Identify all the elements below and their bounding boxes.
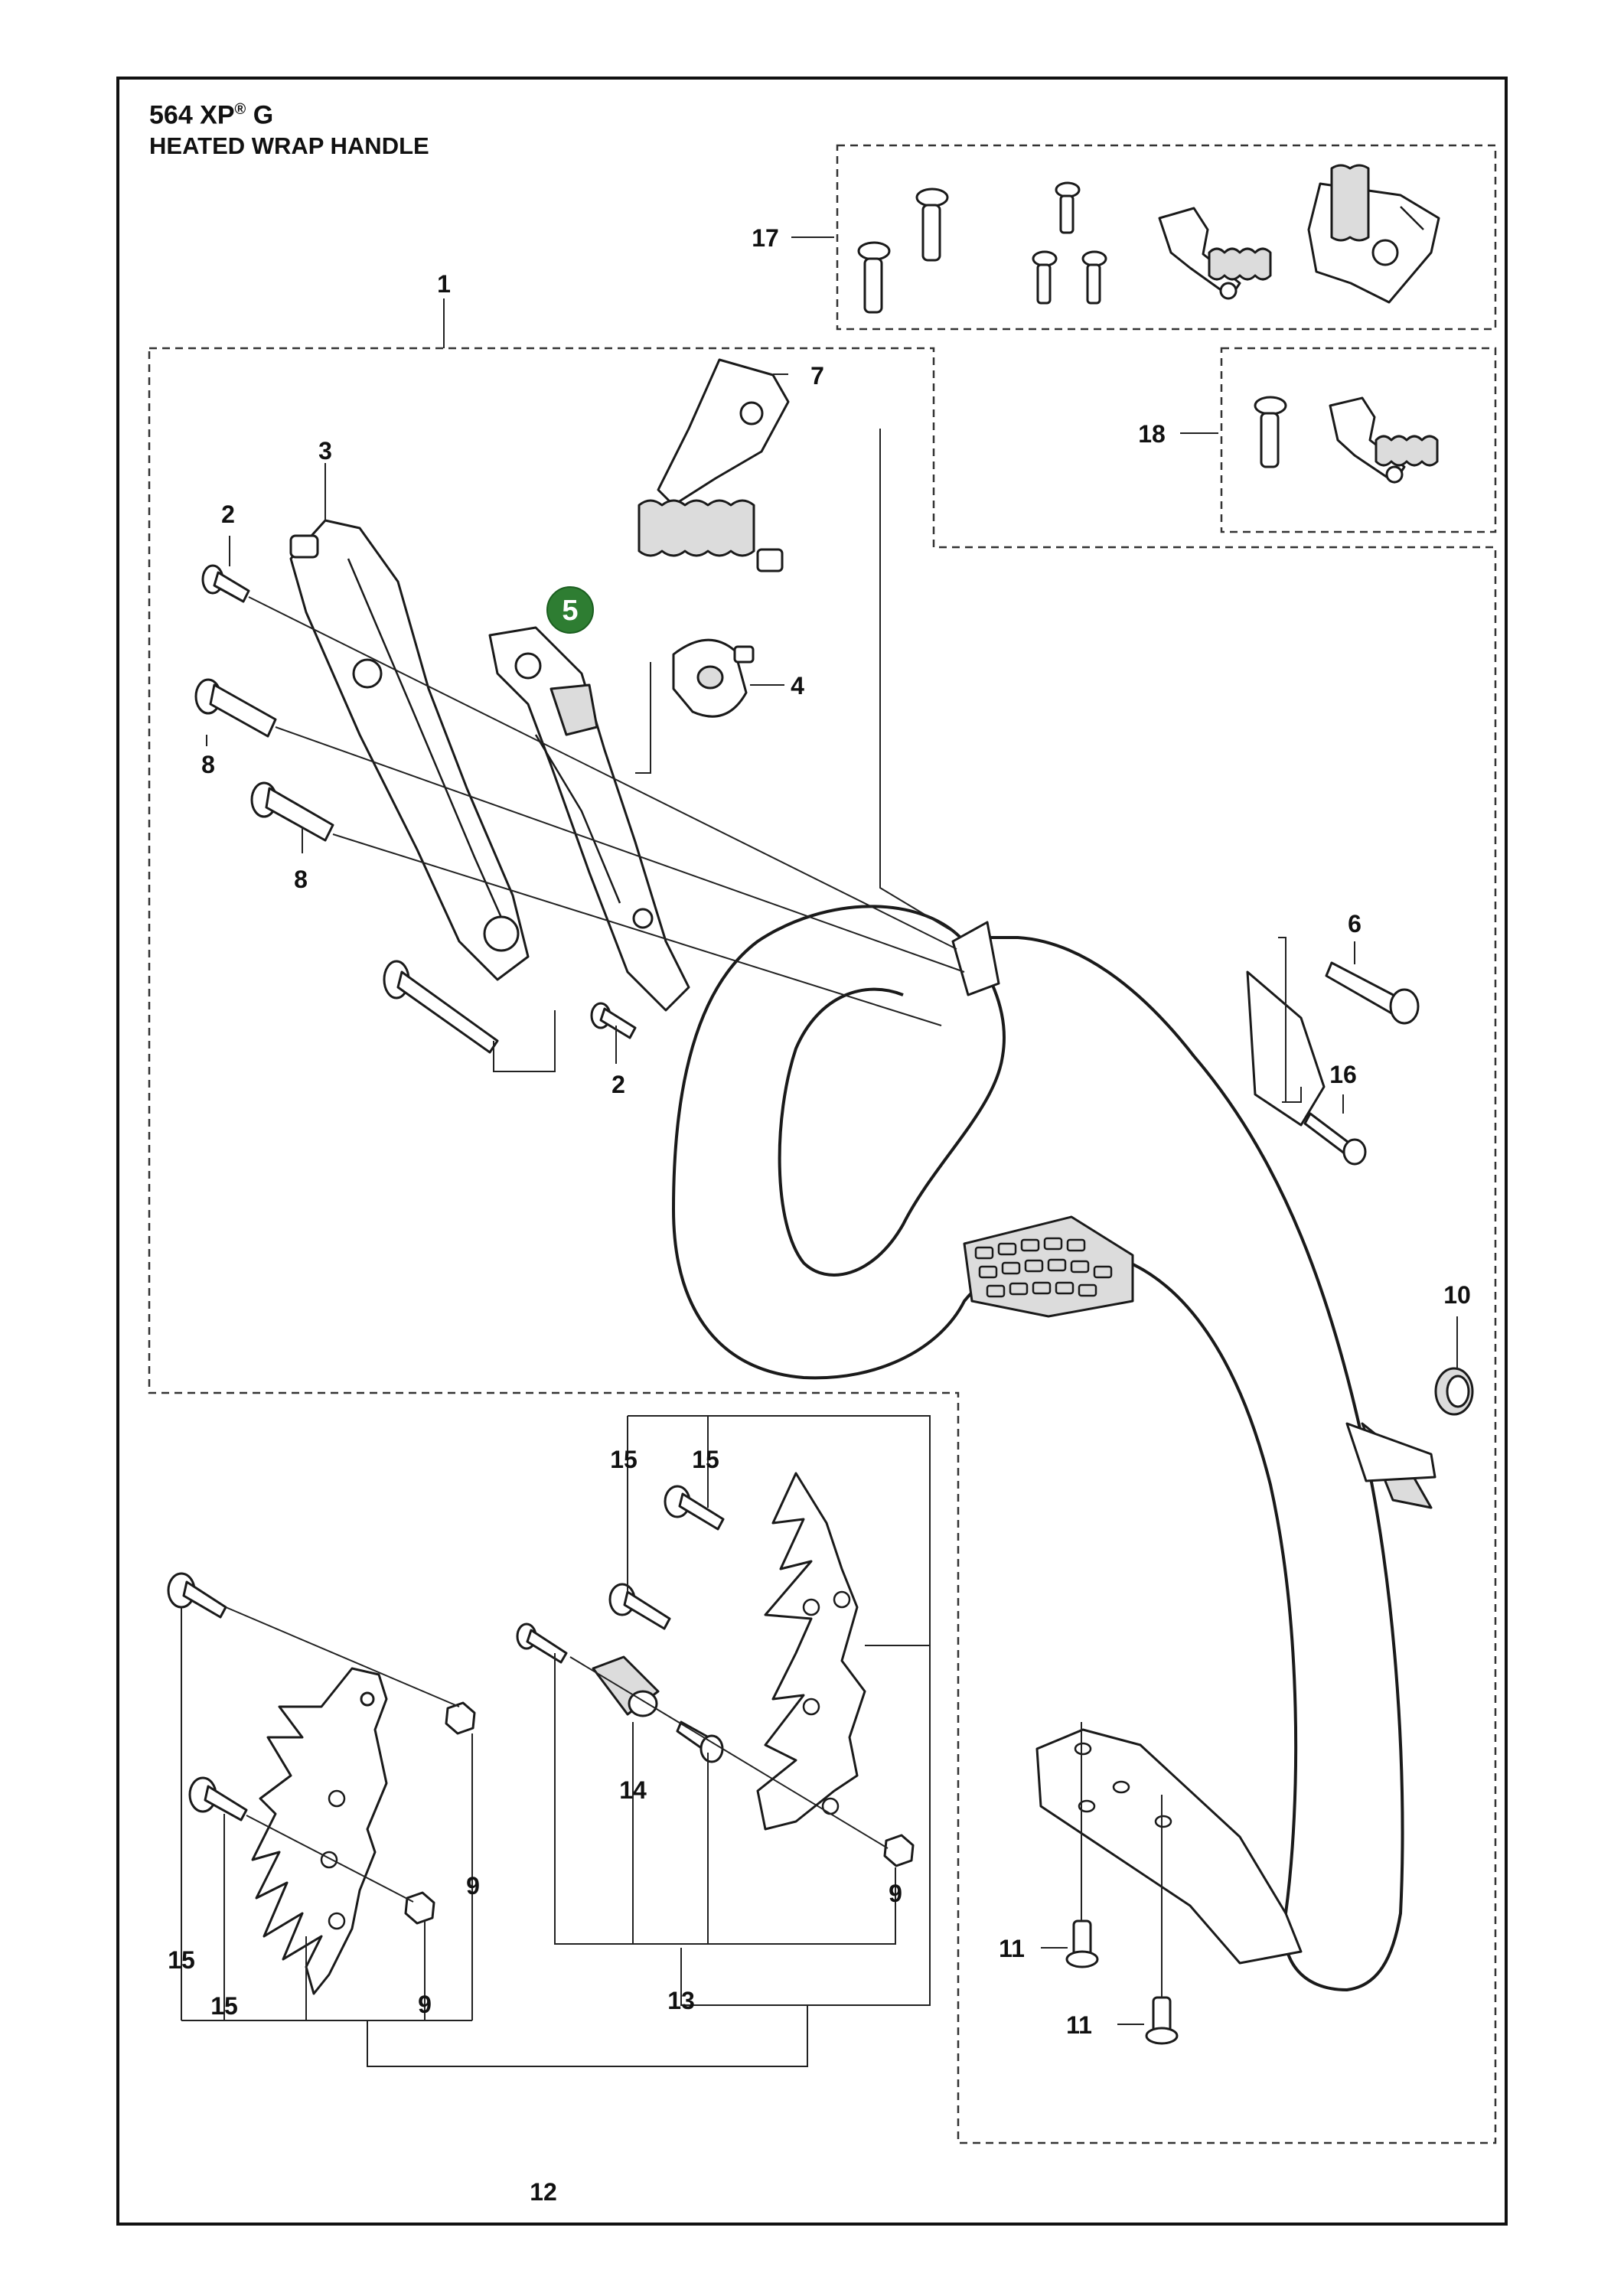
- model-suffix: G: [253, 100, 274, 130]
- bolt-15-upper-left: [167, 1572, 227, 1619]
- front-handle-tube: [672, 905, 1436, 1991]
- callout-1[interactable]: 1: [437, 270, 451, 298]
- spacer-bolt: [676, 1720, 724, 1763]
- screw-11-upper: [1065, 1919, 1099, 1968]
- screw-2-upper: [201, 564, 250, 603]
- spring-bracket-icon: [1329, 396, 1439, 484]
- spring-mount-bracket-icon: [1307, 164, 1440, 304]
- screw-icon: [1055, 181, 1081, 234]
- callout-6[interactable]: 6: [1348, 910, 1361, 938]
- callout-10[interactable]: 10: [1443, 1281, 1471, 1309]
- screw-icon: [1081, 250, 1107, 305]
- callout-4[interactable]: 4: [791, 672, 804, 700]
- nut-9-lower-left: [404, 1891, 435, 1925]
- cap-4: [672, 638, 755, 718]
- callout-3[interactable]: 3: [318, 437, 332, 465]
- callout-15-left-a[interactable]: 15: [168, 1946, 195, 1974]
- kit-18-box: [1220, 347, 1497, 533]
- spring-bracket-icon: [1158, 207, 1272, 300]
- callout-5: 5: [562, 595, 578, 627]
- callout-2-lower[interactable]: 2: [611, 1071, 625, 1098]
- bumper-spike-right: [756, 1472, 866, 1831]
- kit-18-parts: [1254, 396, 1439, 484]
- diagram-title: HEATED WRAP HANDLE: [149, 132, 429, 160]
- kit-17-box: [836, 144, 1497, 331]
- callout-15-upper-a[interactable]: 15: [610, 1446, 638, 1473]
- highlight-marker-circle: [546, 586, 594, 634]
- grip-texture: [974, 1237, 1113, 1298]
- callout-9-upper-left[interactable]: 9: [466, 1872, 480, 1900]
- page-border: [116, 77, 1508, 2226]
- anti-vibration-element-7: [638, 358, 790, 572]
- bumper-spike-left: [251, 1667, 388, 1995]
- handle-foot-plate: [1035, 1728, 1303, 1965]
- callout-14[interactable]: 14: [619, 1776, 647, 1804]
- bolt-15-lower-left: [188, 1776, 248, 1821]
- callout-11-upper[interactable]: 11: [999, 1935, 1025, 1962]
- callout-7[interactable]: 7: [810, 362, 824, 390]
- spacer-sleeve-14: [592, 1655, 660, 1717]
- nut-9-upper-left: [445, 1701, 476, 1735]
- highlight-marker-5[interactable]: 5: [546, 586, 594, 634]
- screw-icon: [915, 188, 949, 262]
- screw-long: [383, 960, 499, 1054]
- registered-mark: ®: [234, 101, 246, 118]
- screw-16: [1303, 1112, 1367, 1166]
- callout-13[interactable]: 13: [667, 1987, 695, 2014]
- model-title: 564 XP® G: [149, 93, 429, 131]
- callout-2-upper[interactable]: 2: [221, 501, 235, 528]
- bolt-15-upper-right: [664, 1485, 725, 1531]
- screw-icon: [857, 241, 891, 314]
- callout-16[interactable]: 16: [1329, 1061, 1357, 1088]
- nut-9-right: [883, 1834, 915, 1867]
- screw-icon: [1254, 396, 1287, 468]
- callout-labels: 17 18 1 7 3 2 4 8 8 2 6 16 10 15 15 14 9…: [168, 224, 1471, 2206]
- callout-9-right[interactable]: 9: [889, 1880, 902, 1907]
- page-header: 564 XP® G HEATED WRAP HANDLE: [149, 93, 429, 161]
- assembly-1-box: [148, 347, 1497, 2144]
- leader-lines: [181, 236, 1458, 2067]
- screw-11-lower: [1145, 1996, 1179, 2045]
- model-name: 564 XP: [149, 100, 235, 130]
- callout-8-upper[interactable]: 8: [201, 751, 215, 778]
- kit-17-parts: [857, 164, 1440, 314]
- connector-holder-5: [488, 626, 690, 1012]
- callout-9-lower-left[interactable]: 9: [418, 1991, 432, 2018]
- bolt-15-lower-right: [608, 1583, 671, 1630]
- screw-2-lower: [590, 1002, 637, 1039]
- screw-8-lower: [250, 781, 334, 842]
- callout-8-lower[interactable]: 8: [294, 866, 308, 893]
- callout-11-lower[interactable]: 11: [1066, 2011, 1092, 2039]
- grommet-10: [1434, 1367, 1474, 1416]
- handle-bracket-3: [289, 519, 530, 981]
- callout-17[interactable]: 17: [752, 224, 779, 252]
- callout-15-left-b[interactable]: 15: [210, 1992, 238, 2020]
- callout-15-upper-b[interactable]: 15: [692, 1446, 719, 1473]
- callout-12[interactable]: 12: [530, 2178, 557, 2206]
- screw-icon: [1032, 250, 1058, 305]
- callout-18[interactable]: 18: [1138, 420, 1166, 448]
- screw-6: [1325, 961, 1420, 1025]
- screw-8-upper: [194, 678, 277, 738]
- bolt-screw: [516, 1623, 568, 1664]
